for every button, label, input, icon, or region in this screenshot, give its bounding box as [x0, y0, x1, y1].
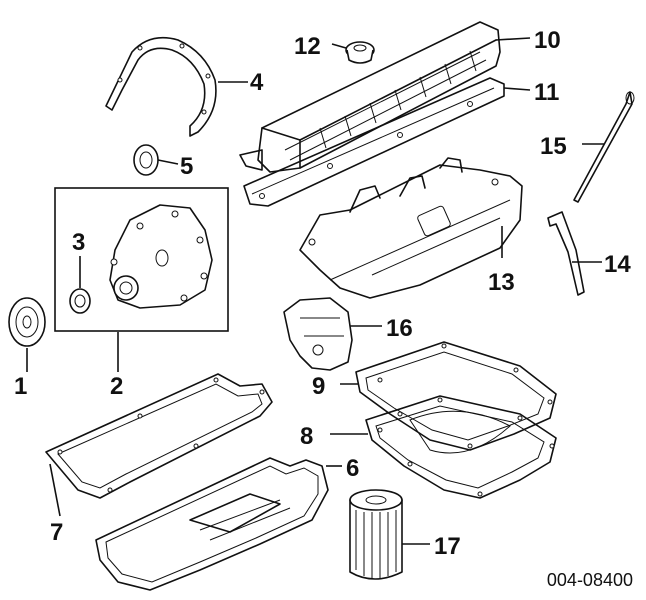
oil-pan-gasket-left	[45, 373, 273, 499]
front-crank-seal	[69, 288, 91, 314]
leader-lines	[26, 37, 604, 545]
intake-manifold	[299, 157, 523, 299]
timing-cover-gasket	[105, 36, 217, 137]
oil-pump	[283, 297, 353, 371]
dipstick-tube	[547, 211, 585, 296]
callout-8: 8	[300, 423, 313, 450]
callout-6: 6	[346, 455, 359, 482]
callout-5: 5	[180, 153, 193, 180]
oil-pan-gasket-lower	[365, 395, 557, 499]
oil-pan-gasket-upper	[355, 341, 557, 451]
callout-10: 10	[534, 27, 561, 54]
callout-7: 7	[50, 519, 63, 546]
callout-9: 9	[312, 373, 325, 400]
timing-cover-group-box	[54, 187, 229, 332]
valve-cover-gasket	[243, 77, 505, 207]
callout-1: 1	[14, 373, 27, 400]
callout-11: 11	[534, 79, 559, 106]
callout-14: 14	[604, 251, 631, 278]
oil-filter	[349, 489, 403, 580]
callout-12: 12	[294, 33, 321, 60]
oil-filler-cap	[345, 41, 375, 64]
callout-17: 17	[434, 533, 461, 560]
oil-pan	[95, 457, 329, 591]
callout-13: 13	[488, 269, 515, 296]
callout-16: 16	[386, 315, 413, 342]
callout-labels: 1 2 3 4 5 6 7 8 9 10 11 12 13 14 15 16 1…	[14, 27, 631, 560]
vibration-damper	[8, 297, 46, 347]
callout-4: 4	[250, 69, 264, 96]
callout-3: 3	[72, 229, 85, 256]
crankshaft-seal	[133, 144, 159, 176]
valve-cover	[239, 21, 501, 173]
oil-dipstick	[573, 91, 635, 203]
callout-2: 2	[110, 373, 123, 400]
callout-15: 15	[540, 133, 567, 160]
reference-code: 004-08400	[547, 570, 633, 590]
